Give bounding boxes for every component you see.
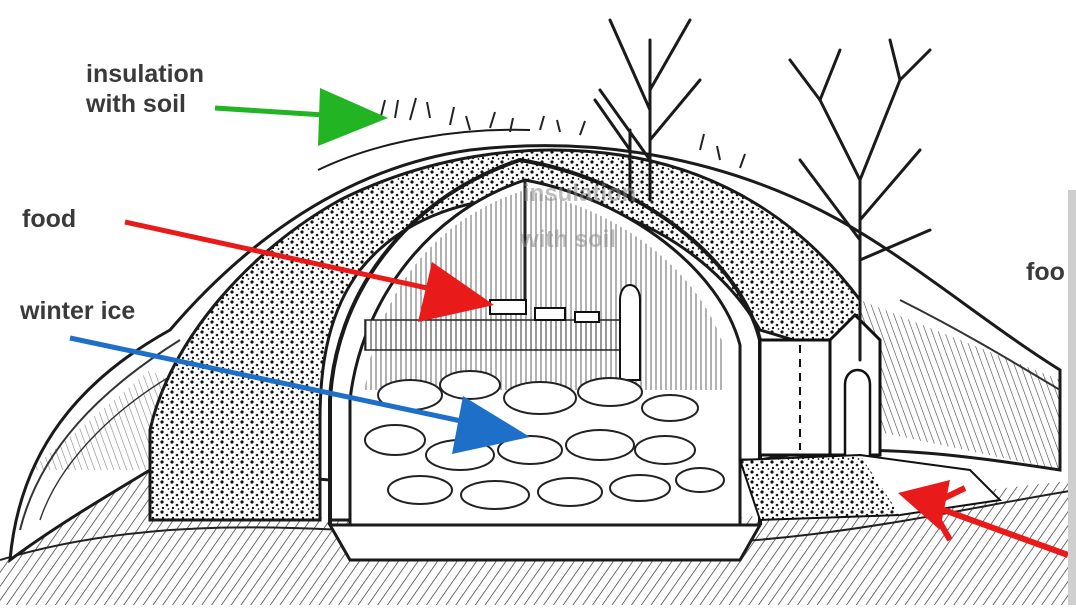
cropped-image-edge — [1068, 190, 1076, 605]
insulation-arrow — [215, 88, 388, 146]
floor-slab — [330, 525, 760, 560]
food-item — [535, 308, 565, 320]
label-insulation-line1: insulation — [86, 60, 204, 88]
food-item — [490, 300, 526, 314]
label-food-cut: foo — [1026, 258, 1065, 286]
ghost-label-line1: insulation — [523, 180, 636, 208]
food-item — [575, 312, 599, 322]
label-insulation-line2: with soil — [86, 90, 186, 118]
ghost-label-line2: with soil — [520, 226, 616, 254]
label-winter-ice: winter ice — [20, 297, 135, 325]
label-food: food — [22, 205, 76, 233]
